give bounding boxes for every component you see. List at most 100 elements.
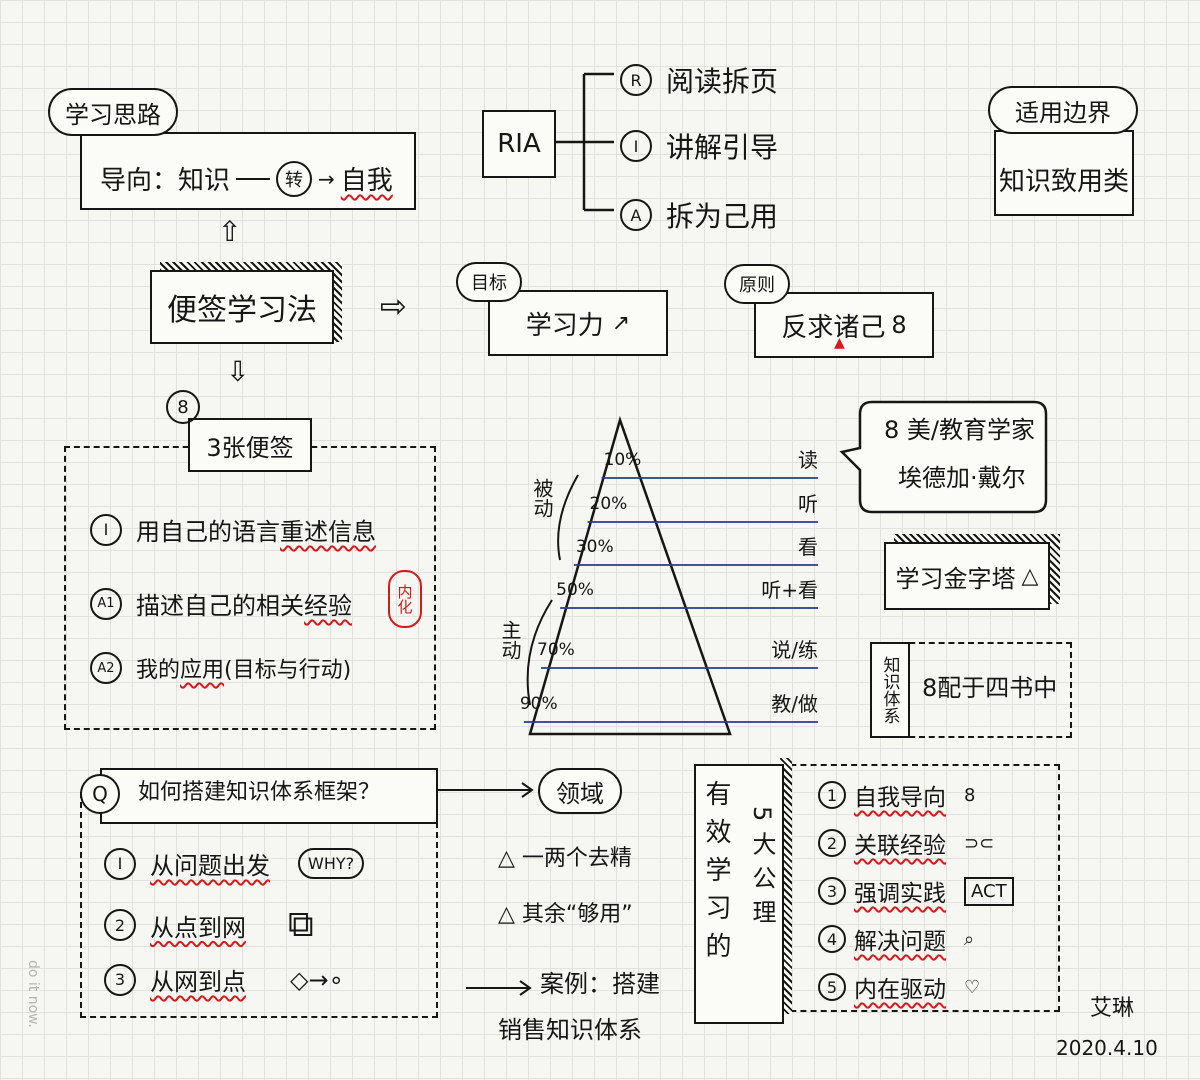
axioms-tag: 有效学习的 5大公理	[694, 764, 784, 1024]
question-to-domain-arrow	[438, 782, 534, 798]
boundary-tag: 适用边界	[988, 86, 1138, 134]
pyramid-level-percent: 70%	[537, 640, 575, 660]
note-3-text-a: 我的	[136, 658, 181, 683]
trend-chart-icon: ↗	[611, 310, 631, 336]
question-item-2: 2 从点到网 ⧉	[104, 904, 314, 946]
question-badge: Q	[80, 774, 120, 814]
question-2-text: 从点到网	[150, 913, 246, 942]
pyramid-level-label: 读	[798, 448, 818, 472]
approach-arrow	[236, 177, 271, 180]
pyramid-level-label: 看	[798, 535, 818, 559]
axiom-item: 4 解决问题 ⌕	[818, 922, 974, 956]
question-3-badge: 3	[104, 963, 136, 996]
pyramid-level-label: 听	[798, 492, 818, 516]
ria-branch-lines	[556, 72, 614, 212]
note-1-badge: I	[90, 513, 122, 546]
principle-box: 反求诸己 8	[754, 292, 934, 358]
network-to-point-icon: ◇→∘	[290, 965, 344, 994]
question-3-text: 从网到点	[150, 968, 246, 996]
pyramid-level-percent: 20%	[589, 494, 628, 514]
ria-i-text: 讲解引导	[666, 131, 779, 164]
approach-box	[80, 132, 416, 210]
approach-arrow-head: →	[318, 166, 335, 191]
approach-target: 自我	[340, 166, 393, 196]
note-1-text-a: 用自己的语言	[136, 518, 280, 546]
note-2-text-a: 描述自己的相关	[136, 592, 304, 620]
question-1-badge: I	[104, 847, 136, 880]
active-brace	[526, 599, 553, 706]
note-3-text-b: 应用	[180, 658, 225, 683]
puzzle-icon: ⧉	[288, 904, 314, 945]
question-box	[100, 768, 438, 824]
axiom-badge: 2	[818, 829, 846, 857]
ria-item-a: A 拆为己用	[620, 195, 778, 235]
boundary-text: 知识致用类	[998, 166, 1129, 197]
note-3-badge: A2	[90, 652, 122, 684]
goal-box: 学习力 ↗	[488, 290, 668, 356]
ria-i-badge: I	[620, 130, 652, 162]
axiom-text: 关联经验	[854, 833, 946, 859]
method-title: 便签学习法	[167, 293, 317, 328]
domain-tag-text: 领域	[556, 779, 604, 808]
note-2-badge: A1	[90, 587, 122, 620]
goal-tag: 目标	[456, 262, 522, 302]
triangle-icon: △	[1021, 563, 1039, 589]
approach-middle: 转	[276, 160, 313, 197]
signature-name: 艾琳	[1090, 996, 1135, 1021]
knowledge-system-text: 8配于四书中	[922, 674, 1058, 702]
axioms-tag-text-a: 有效学习的	[701, 780, 731, 970]
watermark: do it now.	[25, 960, 41, 1028]
note-item-3: A2 我的应用(目标与行动)	[90, 652, 351, 684]
domain-to-case-arrow	[466, 980, 532, 996]
note-1-text-b: 重述信息	[280, 518, 376, 546]
axiom-text: 强调实践	[854, 881, 946, 907]
method-up-arrow-icon: ⇧	[218, 215, 242, 248]
note-2-text-b: 经验	[304, 592, 352, 620]
passive-brace	[557, 474, 579, 561]
question-2-badge: 2	[104, 909, 136, 941]
question-item-3: 3 从网到点 ◇→∘	[104, 962, 344, 997]
question-1-text: 从问题出发	[150, 852, 270, 880]
approach-tag-text: 学习思路	[65, 100, 161, 129]
domain-point-2: △ 其余“够用”	[498, 902, 633, 927]
ria-item-i: I 讲解引导	[620, 126, 778, 166]
domain-case-1: 案例：搭建	[540, 970, 660, 998]
pyramid-level-label: 说/练	[771, 638, 818, 662]
note-3-text-c: (目标与行动)	[224, 658, 352, 683]
domain-tag: 领域	[538, 768, 622, 814]
educator-line-2: 埃德加·戴尔	[898, 464, 1026, 492]
knowledge-system-tag-text: 知识体系	[879, 656, 900, 724]
question-item-1: I 从问题出发 WHY?	[104, 846, 365, 881]
principle-marker-icon: ▲	[834, 335, 845, 351]
internalize-stamp: 内化	[388, 570, 422, 628]
educator-bubble	[839, 400, 1048, 514]
axiom-text: 解决问题	[854, 929, 946, 955]
ria-label: RIA	[497, 129, 541, 159]
approach-line: 导向：知识 转 → 自我	[100, 160, 393, 197]
approach-tag: 学习思路	[48, 88, 178, 136]
pyramid-outline	[528, 415, 732, 736]
three-notes-badge: 8	[166, 390, 200, 424]
method-down-arrow-icon: ⇩	[226, 355, 250, 388]
magnifier-icon: ⌕	[964, 928, 975, 950]
signature-date: 2020.4.10	[1056, 1036, 1158, 1060]
axiom-text: 自我导向	[854, 785, 946, 811]
boundary-tag-text: 适用边界	[1015, 98, 1111, 127]
question-text: 如何搭建知识体系框架？	[138, 780, 381, 805]
three-notes-tag: 3张便签	[188, 418, 312, 472]
internalize-stamp-text: 内化	[395, 584, 414, 614]
axioms-tag-text-b: 5大公理	[748, 806, 776, 934]
goal-tag-text: 目标	[471, 273, 507, 294]
principle-tag-text: 原则	[739, 275, 775, 296]
ria-a-badge: A	[620, 199, 652, 231]
pyramid-level-label: 听+看	[761, 578, 818, 602]
ria-item-r: R 阅读拆页	[620, 60, 778, 100]
why-cloud-icon: WHY?	[298, 848, 365, 879]
note-item-1: I 用自己的语言重述信息	[90, 512, 376, 547]
goal-text: 学习力	[525, 310, 604, 341]
axiom-badge: 4	[818, 925, 846, 953]
